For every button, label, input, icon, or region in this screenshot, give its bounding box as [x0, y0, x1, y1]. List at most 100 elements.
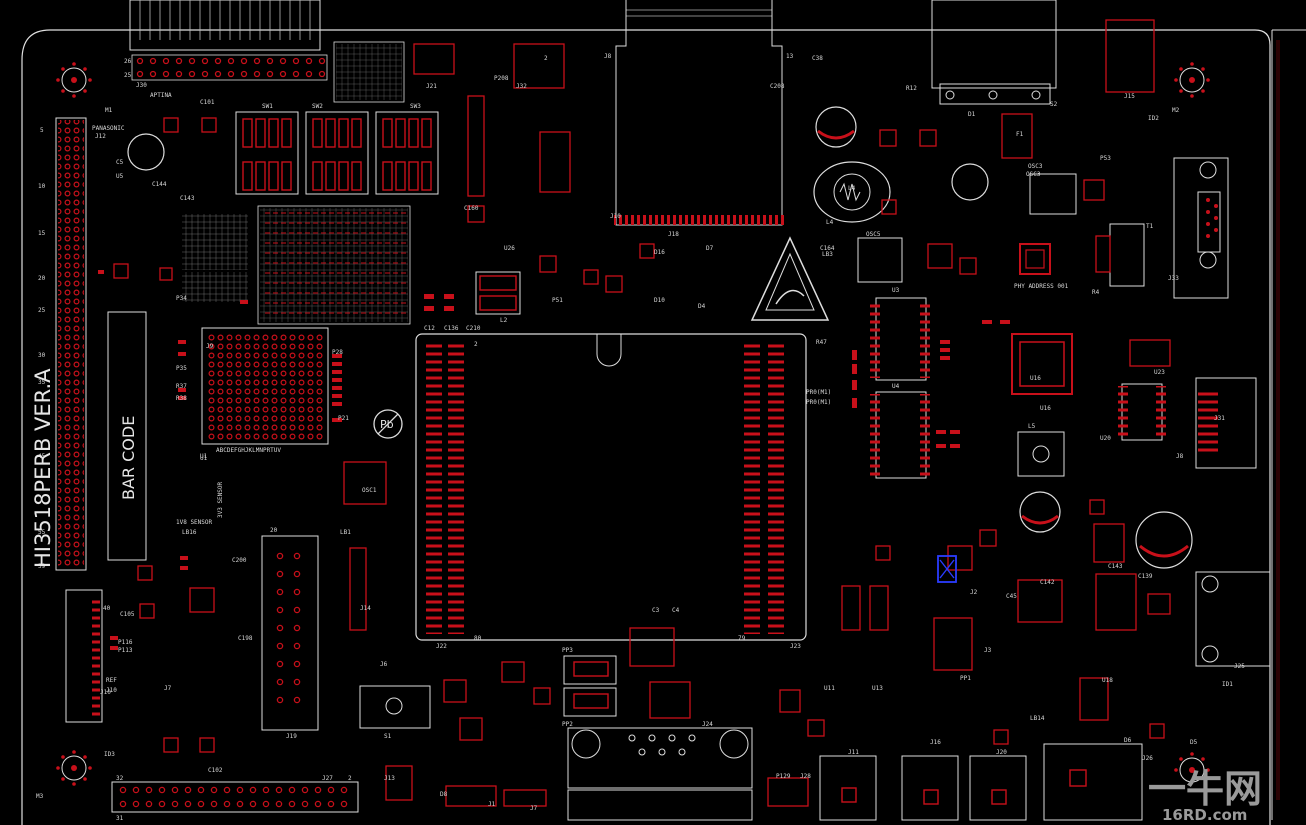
svg-text:D8: D8: [440, 791, 448, 798]
svg-text:C139: C139: [1138, 573, 1153, 580]
svg-text:D6: D6: [1124, 737, 1132, 744]
svg-text:20: 20: [270, 527, 278, 534]
svg-text:REF: REF: [106, 677, 117, 684]
connector-j16: [901, 755, 959, 821]
svg-text:LB3: LB3: [822, 251, 833, 258]
svg-text:P34: P34: [176, 295, 187, 302]
svg-text:J26: J26: [1142, 755, 1153, 762]
svg-text:20: 20: [38, 275, 46, 282]
svg-text:P129: P129: [776, 773, 791, 780]
svg-text:ID1: ID1: [1222, 681, 1233, 688]
mounting-hole-bottom-right: [1174, 752, 1210, 783]
resistor-array-block: [182, 205, 411, 325]
svg-text:U18: U18: [1102, 677, 1113, 684]
svg-text:R4: R4: [1092, 289, 1100, 296]
svg-text:J10: J10: [100, 689, 111, 696]
highlighted-component: [937, 555, 957, 583]
phy-address-label: PHY ADDRESS 001: [1014, 283, 1069, 290]
svg-text:U11: U11: [824, 685, 835, 692]
svg-text:J1: J1: [488, 801, 496, 808]
svg-text:J22: J22: [436, 643, 447, 650]
svg-text:J21: J21: [426, 83, 437, 90]
svg-text:J13: J13: [384, 775, 395, 782]
svg-text:P116: P116: [118, 639, 133, 646]
svg-text:U1: U1: [200, 455, 208, 462]
svg-text:32: 32: [116, 775, 124, 782]
edge-band: [1276, 40, 1280, 800]
svg-text:35: 35: [38, 379, 46, 386]
svg-text:F1: F1: [1016, 131, 1024, 138]
svg-text:C3: C3: [652, 607, 660, 614]
svg-text:2: 2: [544, 55, 548, 62]
svg-text:D7: D7: [706, 245, 714, 252]
chip-u20: [1118, 383, 1166, 441]
svg-text:J30: J30: [136, 82, 147, 89]
svg-text:C136: C136: [444, 325, 459, 332]
svg-text:J23: J23: [790, 643, 801, 650]
connector-j31: J31: [1195, 377, 1257, 469]
switch-l5: L5: [1017, 423, 1065, 477]
svg-text:U4: U4: [892, 383, 900, 390]
oscillator-osc3: OSC3: [1028, 163, 1077, 215]
via-pads: [98, 270, 1010, 650]
svg-text:U1: U1: [200, 453, 208, 460]
button-s1: S1: [359, 685, 431, 740]
bga-column-letters: ABCDEFGHJKLMNPRTUV: [216, 447, 281, 454]
svg-text:J7: J7: [530, 805, 538, 812]
svg-text:U5: U5: [116, 173, 124, 180]
svg-text:55: 55: [38, 529, 46, 536]
svg-text:SW2: SW2: [312, 103, 323, 110]
barcode-area: BAR CODE: [107, 311, 147, 561]
watermark-text: 一牛网: [1148, 767, 1262, 811]
svg-text:C4: C4: [672, 607, 680, 614]
svg-text:U26: U26: [504, 245, 515, 252]
svg-text:S2: S2: [1050, 101, 1058, 108]
sensor-1v8-label: 1V8 SENSOR: [176, 519, 213, 526]
chip-u17: PHY ADDRESS 001: [1014, 243, 1069, 290]
svg-text:U23: U23: [1154, 369, 1165, 376]
svg-text:J24: J24: [702, 721, 713, 728]
svg-text:J16: J16: [930, 739, 941, 746]
watermark: 一牛网 16RD.com: [1148, 767, 1262, 824]
svg-text:M1: M1: [105, 107, 113, 114]
panasonic-label: PANASONIC: [92, 125, 125, 132]
svg-text:J14: J14: [360, 605, 371, 612]
svg-text:L2: L2: [500, 317, 508, 324]
svg-text:S1: S1: [384, 733, 392, 740]
svg-text:D1: D1: [968, 111, 976, 118]
svg-text:ID3: ID3: [104, 751, 115, 758]
svg-text:C160: C160: [464, 205, 479, 212]
svg-text:C102: C102: [208, 767, 223, 774]
svg-text:OSC5: OSC5: [866, 231, 881, 238]
svg-text:C198: C198: [238, 635, 253, 642]
connector-j26: [1043, 743, 1143, 821]
svg-text:C105: C105: [120, 611, 135, 618]
svg-text:PP3: PP3: [562, 647, 573, 654]
svg-text:J8: J8: [604, 53, 612, 60]
svg-text:R47: R47: [816, 339, 827, 346]
mounting-hole-bottom-left: [56, 750, 92, 786]
svg-text:P35: P35: [176, 365, 187, 372]
smd-pads: [113, 19, 1171, 807]
svg-text:J31: J31: [1214, 415, 1225, 422]
svg-text:P53: P53: [1100, 155, 1111, 162]
svg-text:R12: R12: [906, 85, 917, 92]
svg-text:D4: D4: [698, 303, 706, 310]
svg-text:C208: C208: [770, 83, 785, 90]
svg-text:10: 10: [38, 183, 46, 190]
connector-j20: [969, 755, 1027, 821]
connector-j25: J25: [1195, 571, 1271, 670]
svg-text:5: 5: [40, 127, 44, 134]
svg-text:15: 15: [38, 230, 46, 237]
svg-text:M3: M3: [36, 793, 44, 800]
db9-connector: J33: [1168, 157, 1229, 299]
svg-text:J12: J12: [95, 133, 106, 140]
svg-text:P28: P28: [332, 349, 343, 356]
svg-text:PP2: PP2: [562, 721, 573, 728]
